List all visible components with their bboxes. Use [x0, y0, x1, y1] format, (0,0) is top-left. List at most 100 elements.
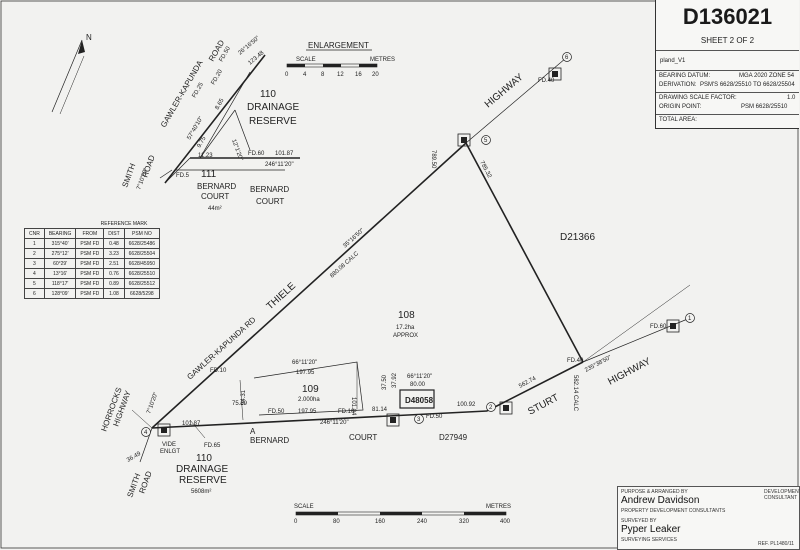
table-cell: 6628/45950 [123, 258, 161, 269]
dim-fd65: FD.65 [204, 443, 221, 449]
survey-marker-6: 1 [666, 313, 695, 333]
table-cell: 5 [24, 278, 45, 289]
marker-3-label: 3 [417, 417, 421, 423]
label-vide-enlgt: ENLGT [160, 449, 180, 455]
dim-bearing-left: 7°10'20" [146, 392, 159, 415]
dim-seg81: 81.14 [372, 407, 388, 413]
table-cell: 1 [24, 238, 45, 249]
table-cell: 1.08 [103, 288, 125, 299]
main-scale-label: SCALE [294, 504, 314, 510]
survey-marker-5: 4 [141, 423, 171, 437]
dim-seg101: 101.87 [182, 421, 201, 427]
dim-seg10104: 101.04 [350, 397, 356, 416]
dim-sturt-bearing: 235°38'50" [584, 355, 612, 374]
dim-d48-dist: 80.00 [410, 382, 426, 388]
dim-top-dist: 789.50 [430, 150, 436, 169]
enlargement-scale-bar: ENLARGEMENT SCALE METRES 0 4 8 12 16 20 [285, 41, 395, 78]
table-cell: 6628/25486 [123, 238, 161, 249]
scale-factor-value: 1.0 [787, 95, 796, 101]
table-cell: 0.89 [103, 278, 125, 289]
survey-marker-2: 6 [548, 52, 572, 81]
highway-line [465, 57, 567, 144]
label-lot-109-area: 2.000ha [298, 397, 320, 403]
table-cell: PSM FD [75, 288, 105, 299]
east-boundary [465, 142, 584, 363]
derivation-value: PSM'S 6628/25510 TO 6628/25504 [700, 82, 795, 88]
enlargement-metres-label: METRES [370, 57, 395, 63]
label-highway-north: HIGHWAY [483, 72, 526, 111]
main-tick-1: 80 [333, 519, 340, 525]
d48058-parcel [399, 389, 435, 409]
enl-bernard: BERNARD [197, 182, 236, 191]
table-cell: PSM FD [75, 248, 105, 259]
label-d48058: D48058 [405, 396, 434, 405]
table-row: 6 128°09' PSM FD 1.08 6628/5298 [24, 288, 161, 299]
label-drainage-1: DRAINAGE [176, 464, 229, 475]
main-metres-label: METRES [486, 504, 511, 510]
main-tick-3: 240 [417, 519, 428, 525]
bearing-datum-label: BEARING DATUM: [659, 73, 711, 79]
dim-fd60: FD.60 [650, 324, 667, 330]
enlargement-title: ENLARGEMENT [308, 41, 369, 50]
enl-court: COURT [201, 192, 229, 201]
scale-factor-label: DRAWING SCALE FACTOR: [659, 95, 737, 101]
table-row: 4 13°16' PSM FD 0.76 6628/25510 [24, 268, 161, 279]
lot-109-outline [253, 361, 364, 416]
table-cell: PSM FD [75, 278, 105, 289]
enl-fd5: FD.5 [176, 173, 190, 179]
prepared-by-label: PURPOSE & ARRANGED BY [621, 489, 688, 495]
reference-mark-table: CNR BEARING FROM DIST PSM NO 1 315°40' P… [24, 228, 161, 299]
table-cell: 6628/25504 [123, 248, 161, 259]
table-cell: 4 [24, 268, 45, 279]
survey-marker-4: 2 [486, 401, 513, 415]
enl-110: 110 [260, 89, 276, 100]
plan-dimensions: 35°16'50" 880.08 CALC 785.32 789.50 582.… [126, 78, 667, 464]
marker-2-label: 6 [565, 55, 569, 61]
table-cell: 0.76 [103, 268, 125, 279]
development-consultant-label: DEVELOPMENT CONSULTANT [764, 489, 800, 501]
enl-tick-0: 0 [285, 72, 289, 78]
marker-4-label: 2 [489, 405, 493, 411]
surveyor-label: SURVEYED BY [621, 518, 657, 524]
table-cell: 3.23 [103, 248, 125, 259]
label-sturt-highway: HIGHWAY [606, 356, 653, 388]
origin-point-value: PSM 6628/25510 [741, 104, 788, 110]
enl-tick-2: 8 [321, 72, 325, 78]
main-scale-bar: SCALE METRES 0 80 160 240 320 400 [294, 504, 511, 525]
dim-fd40-north: FD.40 [538, 78, 555, 84]
dim-seg75: 75.29 [232, 401, 248, 407]
label-bernard: BERNARD [250, 436, 289, 445]
developer-name: Andrew Davidson [621, 495, 700, 506]
label-court: COURT [349, 433, 377, 442]
dim-seg3792: 37.92 [392, 372, 398, 388]
ref-header-cnr: CNR [24, 228, 45, 239]
enl-fd60: FD.60 [248, 151, 265, 157]
dim-fd10b: FD.10 [338, 409, 355, 415]
dim-d48-bearing: 66°11'20" [407, 374, 432, 380]
table-cell: 3 [24, 258, 45, 269]
label-lot-108: 108 [398, 310, 415, 321]
plan-version: pland_V1 [660, 58, 686, 64]
sturt-boundary [486, 361, 584, 412]
parcel-boundaries [131, 57, 691, 463]
total-area-label: TOTAL AREA: [659, 117, 697, 123]
dim-lot109-bottom: 197.95 [298, 409, 317, 415]
survey-marker-3: 3 [386, 413, 424, 427]
developer-block: PURPOSE & ARRANGED BY DEVELOPMENT CONSUL… [617, 486, 800, 550]
table-cell: 6628/25510 [123, 268, 161, 279]
label-vide: VIDE [162, 442, 176, 448]
enl-tick-1: 4 [303, 72, 307, 78]
table-cell: 6 [24, 288, 45, 299]
marker-1-label: 5 [484, 138, 488, 144]
enl-smith: SMITH [120, 162, 137, 189]
derivation-label: DERIVATION: [659, 82, 697, 88]
enl-reserve: RESERVE [249, 116, 297, 127]
bernard-court-boundary [151, 410, 488, 429]
enl-865: 8.65 [215, 97, 226, 111]
table-row: 3 60°29' PSM FD 2.51 6628/45950 [24, 258, 161, 269]
dim-thiele-dist: 880.08 CALC [329, 250, 360, 279]
enl-bear4: 246°11'20" [265, 162, 294, 168]
reference-number: REF. PL1480/11 [758, 541, 795, 547]
surveyor-company: SURVEYING SERVICES [621, 537, 677, 543]
enl-tick-3: 12 [337, 72, 344, 78]
